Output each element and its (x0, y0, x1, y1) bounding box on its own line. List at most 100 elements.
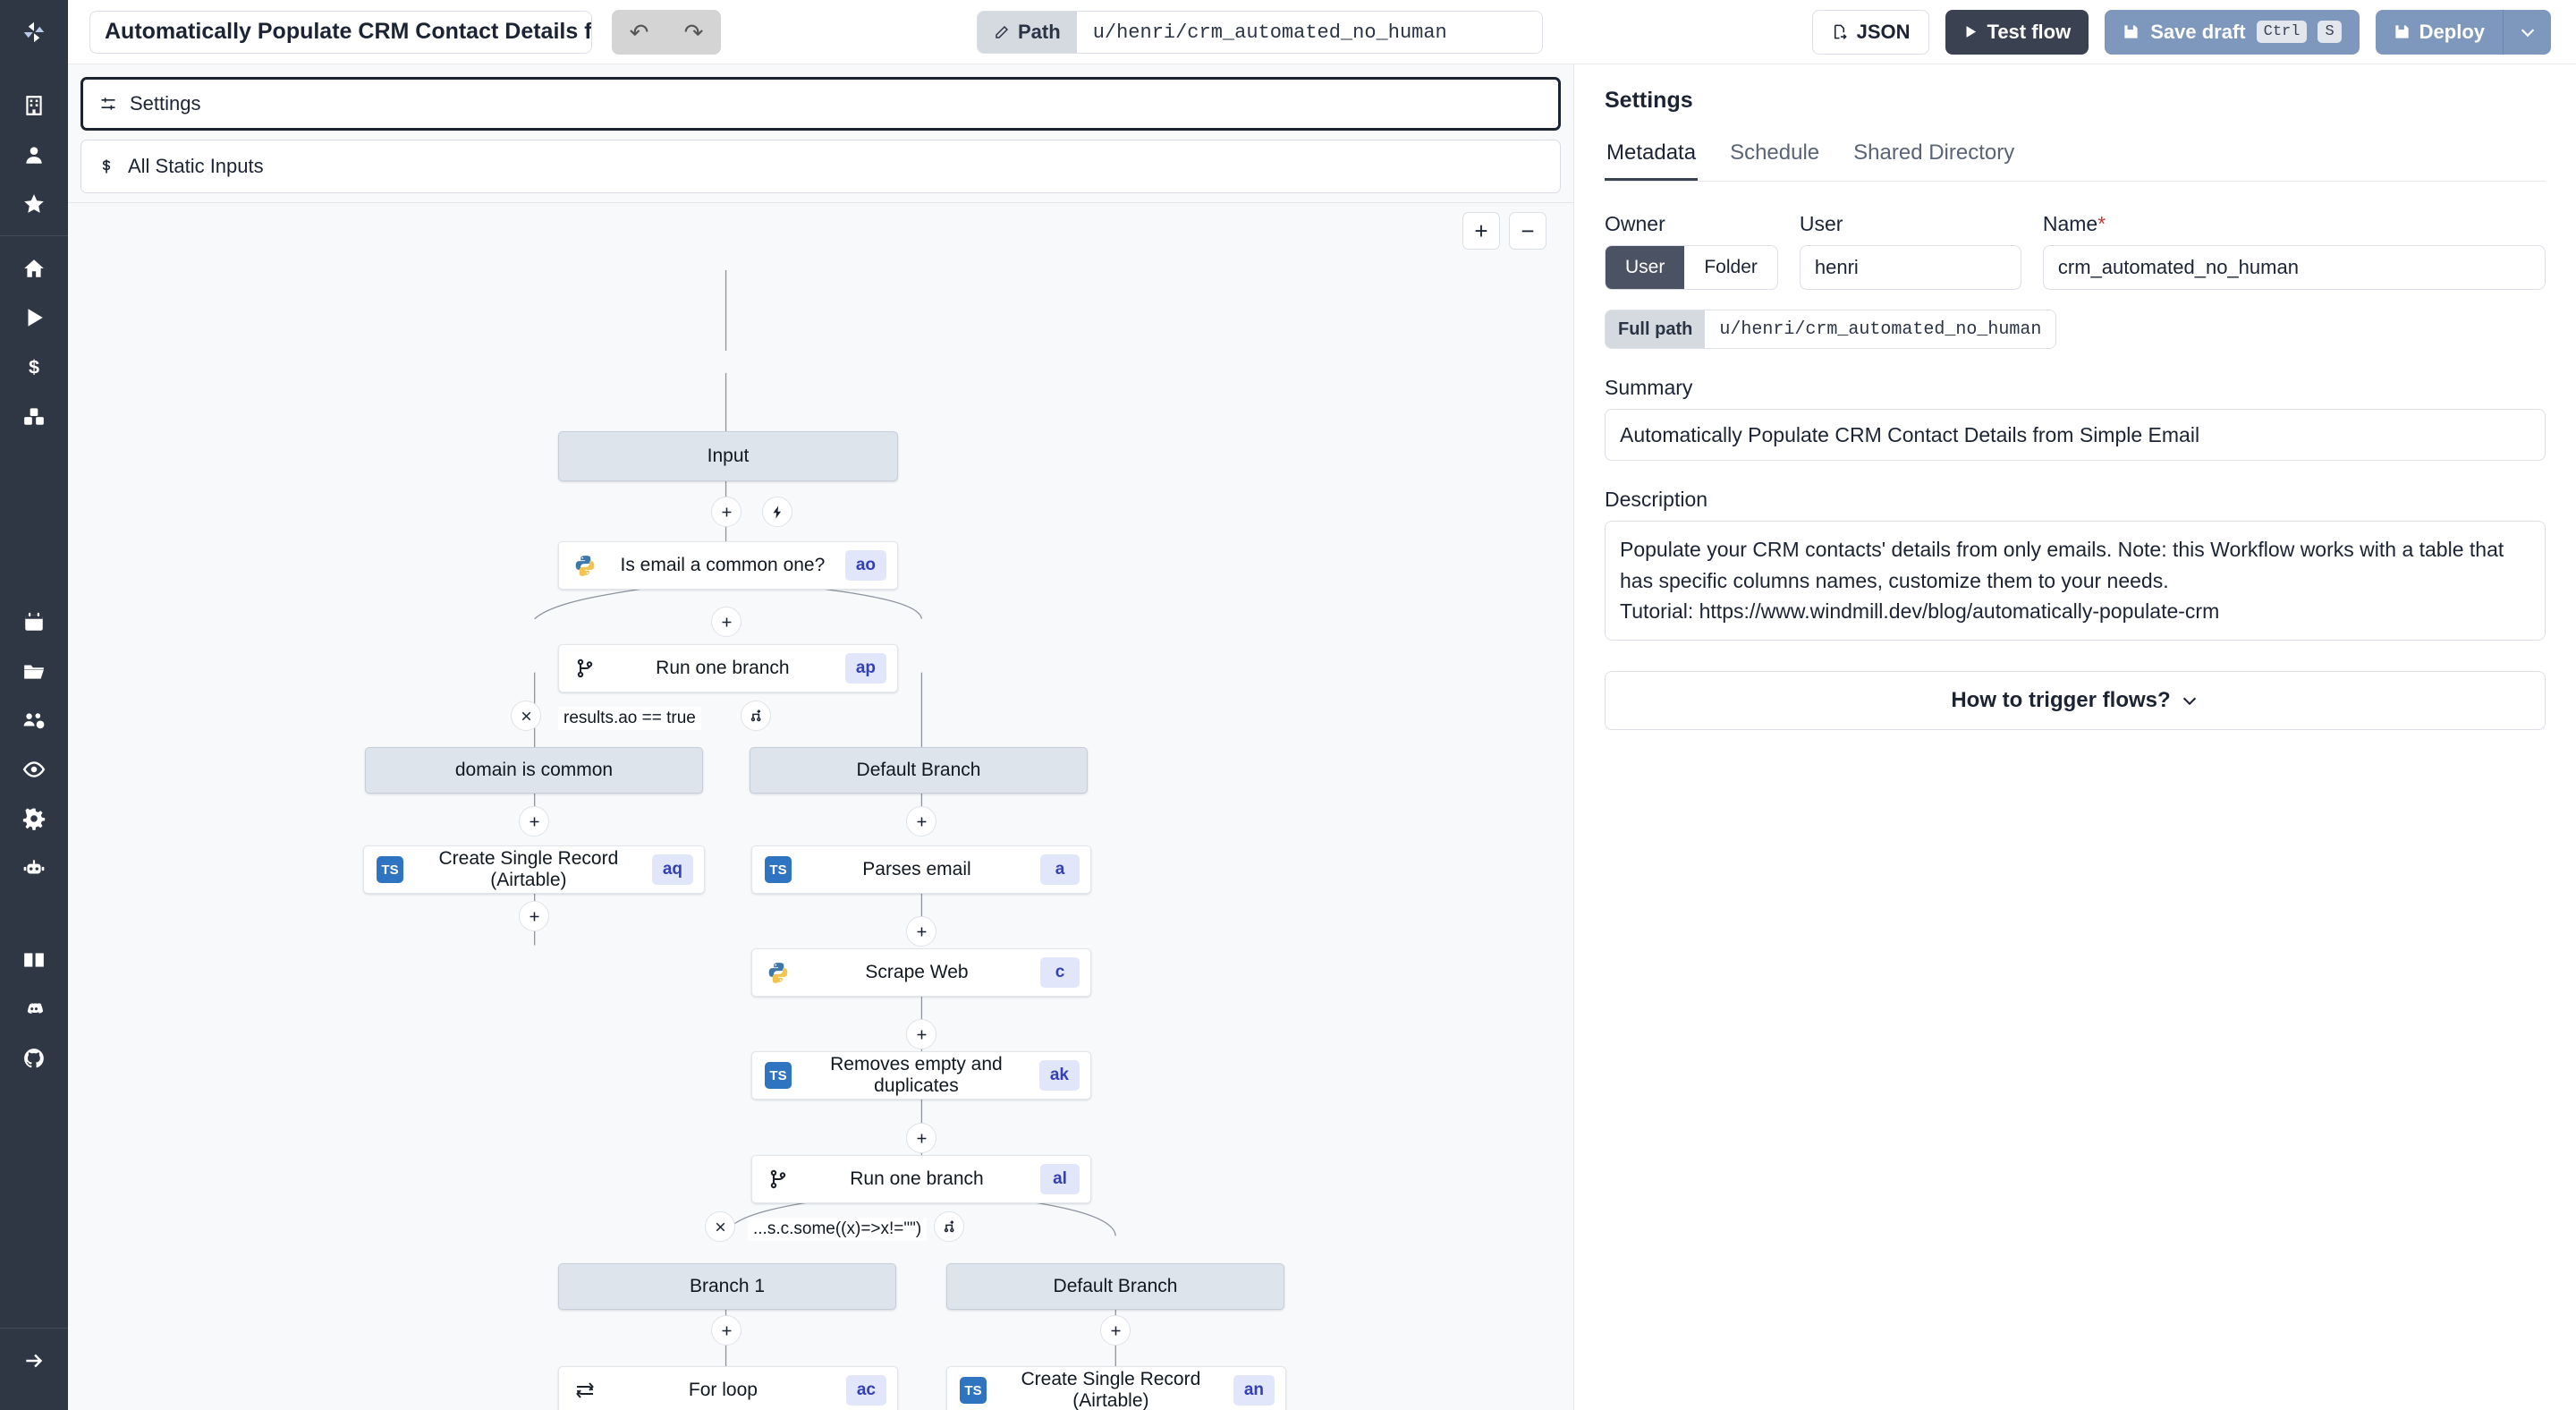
node-ak[interactable]: TS Removes empty and duplicates ak (751, 1051, 1091, 1100)
left-sidebar: $ (0, 64, 68, 1410)
sidebar-item-github[interactable] (0, 1033, 68, 1083)
settings-title: Settings (1605, 88, 1693, 113)
node-a[interactable]: TS Parses email a (751, 845, 1091, 894)
remove-branch-handle[interactable] (511, 701, 541, 731)
pencil-icon (996, 25, 1009, 38)
add-step-handle[interactable] (906, 916, 936, 947)
sidebar-item-groups[interactable] (0, 695, 68, 744)
node-c[interactable]: Scrape Web c (751, 948, 1091, 997)
node-label: Branch 1 (689, 1276, 766, 1296)
plus-icon (917, 1030, 926, 1039)
node-badge: ak (1038, 1060, 1080, 1091)
add-step-handle[interactable] (711, 1315, 741, 1346)
node-branch-default[interactable]: Default Branch (750, 747, 1088, 794)
flow-editor-column: Settings All Static Inputs + − (68, 64, 1574, 1410)
owner-option-user[interactable]: User (1606, 246, 1685, 289)
sidebar-item-settings[interactable] (0, 794, 68, 843)
sidebar-item-schedules[interactable] (0, 597, 68, 646)
flow-canvas[interactable]: + − (68, 203, 1573, 1410)
add-step-handle[interactable] (906, 806, 936, 837)
add-branch-handle[interactable] (934, 1211, 964, 1242)
sidebar-item-favorites[interactable] (0, 179, 68, 228)
node-branch-1[interactable]: Branch 1 (558, 1263, 896, 1310)
node-ao[interactable]: Is email a common one? ao (558, 541, 898, 590)
node-aq[interactable]: TS Create Single Record (Airtable) aq (363, 845, 705, 894)
sidebar-item-docs[interactable] (0, 935, 68, 984)
add-step-handle[interactable] (711, 607, 741, 637)
path-chip[interactable]: Path (978, 12, 1077, 53)
save-draft-button[interactable]: Save draft Ctrl S (2105, 9, 2360, 55)
node-input[interactable]: Input (558, 431, 898, 481)
tab-shared-directory[interactable]: Shared Directory (1853, 140, 2015, 165)
add-step-handle[interactable] (906, 1019, 936, 1049)
tab-schedule[interactable]: Schedule (1730, 140, 1820, 165)
node-label: Scrape Web (865, 962, 969, 982)
save-shortcut-ctrl: Ctrl (2256, 21, 2308, 43)
full-path-field[interactable]: Full path u/henri/crm_automated_no_human (1605, 310, 2057, 349)
sidebar-item-variables[interactable]: $ (0, 342, 68, 391)
add-step-handle[interactable] (711, 497, 741, 527)
sidebar-item-user[interactable] (0, 130, 68, 179)
node-an[interactable]: TS Create Single Record (Airtable) an (946, 1366, 1286, 1410)
discord-icon (27, 1002, 44, 1014)
add-step-handle[interactable] (519, 806, 549, 837)
summary-field: Summary Automatically Populate CRM Conta… (1605, 376, 2546, 461)
chevron-down-icon (2521, 28, 2534, 37)
name-field: Name* crm_automated_no_human (2042, 212, 2546, 290)
sidebar-item-resources[interactable] (0, 391, 68, 440)
sidebar-item-audit-logs[interactable] (0, 744, 68, 794)
node-ac[interactable]: For loop ac (558, 1366, 898, 1410)
test-flow-button[interactable]: Test flow (1945, 9, 2089, 55)
add-branch-handle[interactable] (741, 701, 771, 731)
name-label: Name* (2043, 212, 2546, 236)
json-button[interactable]: JSON (1811, 9, 1929, 55)
node-badge: ao (844, 550, 886, 581)
path-field[interactable]: Path u/henri/crm_automated_no_human (977, 11, 1543, 54)
user-input[interactable]: henri (1799, 245, 2021, 290)
windmill-logo[interactable] (0, 0, 68, 64)
description-label: Description (1605, 488, 1708, 511)
zoom-in-button[interactable]: + (1462, 212, 1500, 250)
node-badge: ac (845, 1375, 886, 1406)
sidebar-item-workers[interactable] (0, 843, 68, 892)
add-step-handle[interactable] (1100, 1315, 1131, 1346)
top-actions: JSON Test flow Save draft Ctrl S Deploy (1811, 9, 2551, 55)
sidebar-item-collapse[interactable] (0, 1336, 68, 1385)
node-ap[interactable]: Run one branch ap (558, 644, 898, 692)
save-disk-icon (2124, 25, 2138, 38)
add-branch-icon (944, 1219, 954, 1232)
deploy-label: Deploy (2419, 20, 2485, 43)
sidebar-item-workspace[interactable] (0, 81, 68, 130)
summary-input[interactable]: Automatically Populate CRM Contact Detai… (1605, 409, 2546, 461)
path-value[interactable]: u/henri/crm_automated_no_human (1076, 12, 1542, 53)
node-label: Is email a common one? (620, 555, 826, 575)
add-step-handle[interactable] (519, 901, 549, 931)
python-icon (763, 957, 793, 988)
node-branch-default-2[interactable]: Default Branch (946, 1263, 1284, 1310)
plus-icon (1111, 1326, 1120, 1335)
node-branch-domain-is-common[interactable]: domain is common (365, 747, 703, 794)
name-input[interactable]: crm_automated_no_human (2042, 245, 2546, 290)
sidebar-item-runs[interactable] (0, 293, 68, 342)
flow-title-input[interactable]: Automatically Populate CRM Contact Detai… (89, 10, 592, 54)
workers-robot-icon (23, 859, 45, 873)
add-step-handle[interactable] (906, 1123, 936, 1153)
sidebar-item-discord[interactable] (0, 984, 68, 1033)
zoom-out-button[interactable]: − (1509, 212, 1546, 250)
owner-option-folder[interactable]: Folder (1684, 246, 1777, 289)
all-static-inputs-card[interactable]: All Static Inputs (80, 140, 1561, 193)
remove-branch-handle[interactable] (705, 1211, 735, 1242)
node-al[interactable]: Run one branch al (751, 1155, 1091, 1203)
deploy-button[interactable]: Deploy (2375, 9, 2503, 55)
description-textarea[interactable]: Populate your CRM contacts' details from… (1605, 521, 2546, 641)
how-to-trigger-flows-button[interactable]: How to trigger flows? (1605, 670, 2546, 730)
redo-icon[interactable]: ↷ (683, 18, 704, 46)
tab-metadata[interactable]: Metadata (1605, 132, 1699, 181)
flow-settings-card[interactable]: Settings (80, 77, 1561, 131)
sidebar-item-home[interactable] (0, 243, 68, 293)
trigger-handle[interactable] (762, 497, 792, 527)
undo-icon[interactable]: ↶ (629, 18, 649, 46)
app-body: $ (0, 64, 2576, 1410)
deploy-dropdown-button[interactable] (2503, 9, 2551, 55)
sidebar-item-folders[interactable] (0, 646, 68, 695)
